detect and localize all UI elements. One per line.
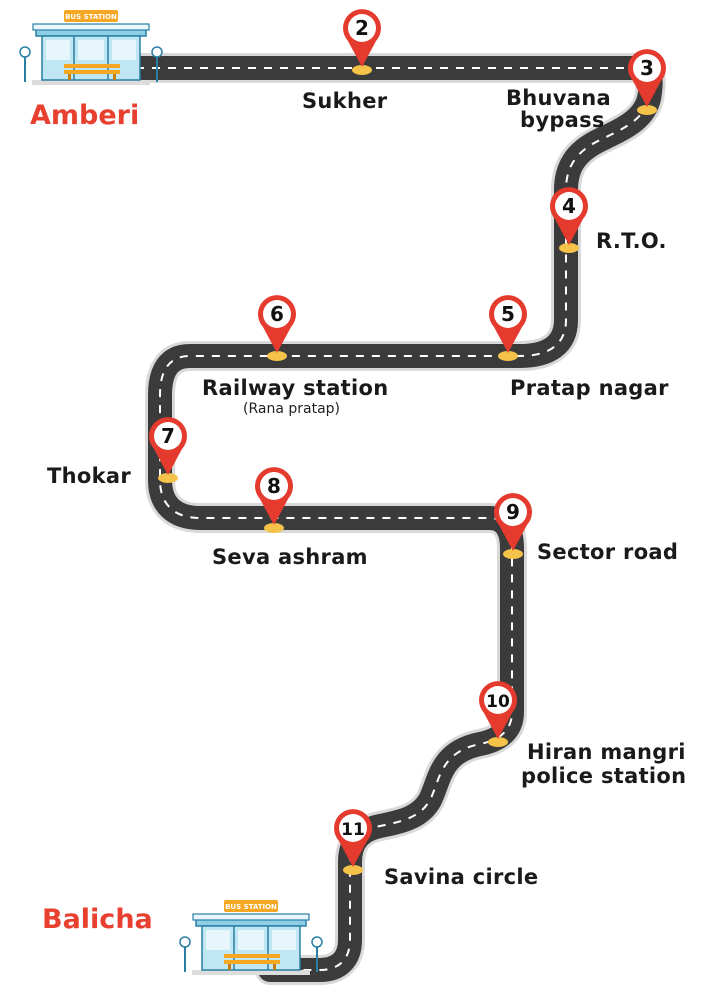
stop-number-5: 5	[501, 302, 515, 326]
stop-label-3-line1: Bhuvana	[506, 86, 611, 110]
pin-base	[488, 737, 508, 747]
bus-station-end: BUS STATION	[179, 899, 323, 976]
bus-station-sign: BUS STATION	[225, 903, 277, 911]
stop-number-4: 4	[562, 194, 576, 218]
pin-base	[264, 523, 284, 533]
stop-number-8: 8	[267, 474, 281, 498]
stop-label-11: Savina circle	[384, 865, 539, 889]
stop-number-9: 9	[506, 500, 520, 524]
stop-number-11: 11	[341, 820, 365, 840]
pin-inner	[154, 422, 182, 450]
stop-label-4: R.T.O.	[596, 229, 667, 253]
map-pin-11: 11	[334, 809, 373, 875]
pin-base	[158, 473, 178, 483]
road	[105, 53, 666, 985]
map-pin-9: 9	[493, 493, 532, 559]
stop-pins: 2 3 4 5 6 7 8 9 10 11	[148, 9, 666, 875]
pin-inner	[348, 14, 376, 42]
map-pin-5: 5	[489, 295, 527, 361]
pin-base	[267, 351, 287, 361]
end-city-label: Balicha	[42, 904, 153, 935]
pin-inner	[260, 472, 288, 500]
stop-label-9: Sector road	[537, 540, 679, 564]
pin-base	[503, 549, 523, 559]
pin-inner	[484, 686, 512, 714]
stop-number-10: 10	[486, 692, 510, 712]
pin-inner	[555, 192, 583, 220]
stop-label-5: Pratap nagar	[510, 376, 669, 400]
bus-station-start: BUS STATION	[19, 9, 163, 86]
stop-number-7: 7	[161, 424, 175, 448]
stop-number-6: 6	[270, 302, 284, 326]
pin-inner	[633, 54, 661, 82]
map-pin-7: 7	[148, 417, 188, 483]
stop-label-6: Railway station	[202, 376, 389, 400]
map-pin-3: 3	[627, 49, 666, 115]
pin-inner	[499, 498, 527, 526]
stop-label-8: Seva ashram	[212, 545, 368, 569]
pin-base	[343, 865, 363, 875]
stop-number-2: 2	[355, 16, 369, 40]
stop-label-3-line2: bypass	[520, 108, 605, 132]
pin-inner	[339, 814, 367, 842]
stop-label-2: Sukher	[302, 89, 388, 113]
pin-base	[498, 351, 518, 361]
pin-inner	[263, 300, 291, 328]
bus-station-sign: BUS STATION	[65, 13, 117, 21]
stop-label-10-line1: Hiran mangri	[527, 740, 686, 764]
start-city-label: Amberi	[30, 100, 140, 131]
pin-inner	[494, 300, 522, 328]
map-pin-2: 2	[343, 9, 381, 75]
map-pin-6: 6	[258, 295, 296, 361]
pin-base	[352, 65, 372, 75]
pin-base	[559, 243, 579, 253]
pin-base	[637, 105, 657, 115]
map-pin-4: 4	[550, 187, 589, 253]
map-pin-8: 8	[255, 467, 294, 533]
stop-sublabel-6: (Rana pratap)	[243, 401, 341, 417]
stop-label-10-line2: police station	[521, 764, 687, 788]
stop-label-7: Thokar	[47, 464, 131, 488]
map-pin-10: 10	[479, 681, 517, 747]
stop-number-3: 3	[640, 56, 654, 80]
